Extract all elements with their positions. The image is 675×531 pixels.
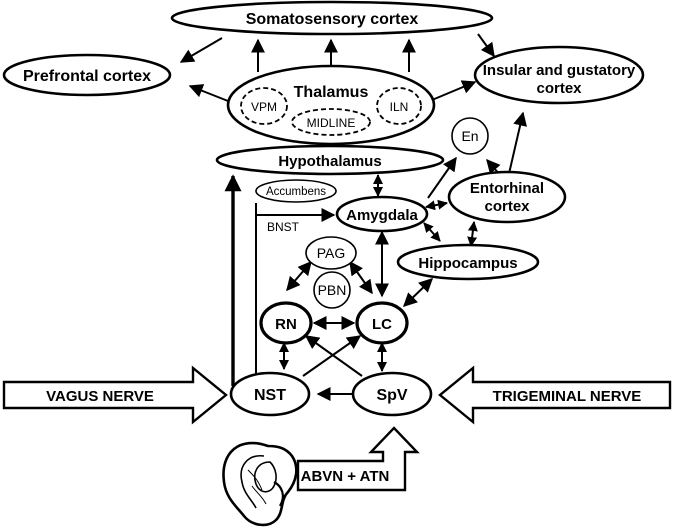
node-nst: NST [229, 371, 311, 417]
node-accumbens: Accumbens [255, 179, 337, 203]
edge-thalamus-prefrontal [188, 84, 229, 102]
node-prefrontal: Prefrontal cortex [2, 53, 172, 97]
edge-nst-lc [302, 335, 362, 377]
label-somatosensory: Somatosensory cortex [246, 11, 419, 28]
node-entorhinal: Entorhinal cortex [447, 170, 567, 224]
label-iln: ILN [390, 100, 409, 114]
label-hippocampus: Hippocampus [418, 255, 517, 272]
edge-spv-rn [304, 335, 363, 377]
label-insular-2: cortex [536, 80, 582, 97]
label-pbn: PBN [318, 282, 347, 298]
node-insular: Insular and gustatory cortex [473, 45, 645, 105]
label-entorhinal-1: Entorhinal [470, 180, 544, 197]
label-spv: SpV [376, 387, 407, 404]
vagus-nerve-arrow: VAGUS NERVE [2, 365, 228, 425]
label-amygdala: Amygdala [346, 207, 418, 224]
auricular-arrow: ABVN + ATN [296, 426, 420, 492]
edge-entorhinal-hippocampus [467, 221, 478, 247]
node-lc: LC [355, 301, 409, 345]
label-en: En [461, 128, 478, 144]
label-insular-1: Insular and gustatory [483, 62, 636, 79]
node-hippocampus: Hippocampus [396, 243, 540, 281]
label-accumbens: Accumbens [266, 186, 326, 198]
edge-amygdala-hippocampus [423, 222, 441, 242]
node-pbn: PBN [313, 271, 351, 309]
label-trigeminal: TRIGEMINAL NERVE [493, 388, 642, 405]
node-somatosensory: Somatosensory cortex [170, 0, 494, 36]
node-amygdala: Amygdala [335, 195, 429, 233]
edge-thalamus-insular [431, 80, 477, 101]
label-hypothalamus: Hypothalamus [278, 153, 381, 170]
edge-pag-rn [286, 260, 312, 292]
node-pag: PAG [305, 236, 357, 270]
edge-entorhinal-insular [507, 111, 527, 179]
edge-somatosensory-prefrontal [179, 37, 223, 63]
edge-amygdala-en [427, 156, 457, 199]
edge-hippocampus-lc [402, 278, 434, 307]
label-entorhinal-2: cortex [484, 198, 530, 215]
node-midline: MIDLINE [291, 108, 371, 136]
connections [179, 33, 527, 401]
node-spv: SpV [351, 371, 433, 417]
label-midline: MIDLINE [307, 116, 356, 130]
label-rn: RN [275, 316, 297, 333]
label-thalamus: Thalamus [294, 84, 369, 101]
ear-icon [222, 441, 298, 527]
edge-pag-lc [349, 260, 373, 295]
node-thalamus: Thalamus VPM MIDLINE ILN [226, 64, 436, 146]
edge-somatosensory-insular [477, 33, 495, 58]
label-vagus: VAGUS NERVE [46, 388, 154, 405]
label-prefrontal: Prefrontal cortex [23, 68, 151, 85]
node-rn: RN [259, 301, 313, 345]
label-vpm: VPM [251, 100, 277, 114]
node-en: En [451, 117, 489, 155]
label-bnst: BNST [267, 220, 300, 234]
node-hypothalamus: Hypothalamus [215, 144, 445, 176]
label-nst: NST [254, 387, 286, 404]
label-lc: LC [372, 316, 392, 333]
trigeminal-nerve-arrow: TRIGEMINAL NERVE [438, 365, 672, 425]
node-iln: ILN [376, 87, 422, 125]
label-auricular: ABVN + ATN [301, 468, 390, 485]
label-pag: PAG [317, 245, 346, 261]
node-vpm: VPM [240, 87, 288, 125]
edge-amygdala-entorhinal [425, 199, 448, 211]
